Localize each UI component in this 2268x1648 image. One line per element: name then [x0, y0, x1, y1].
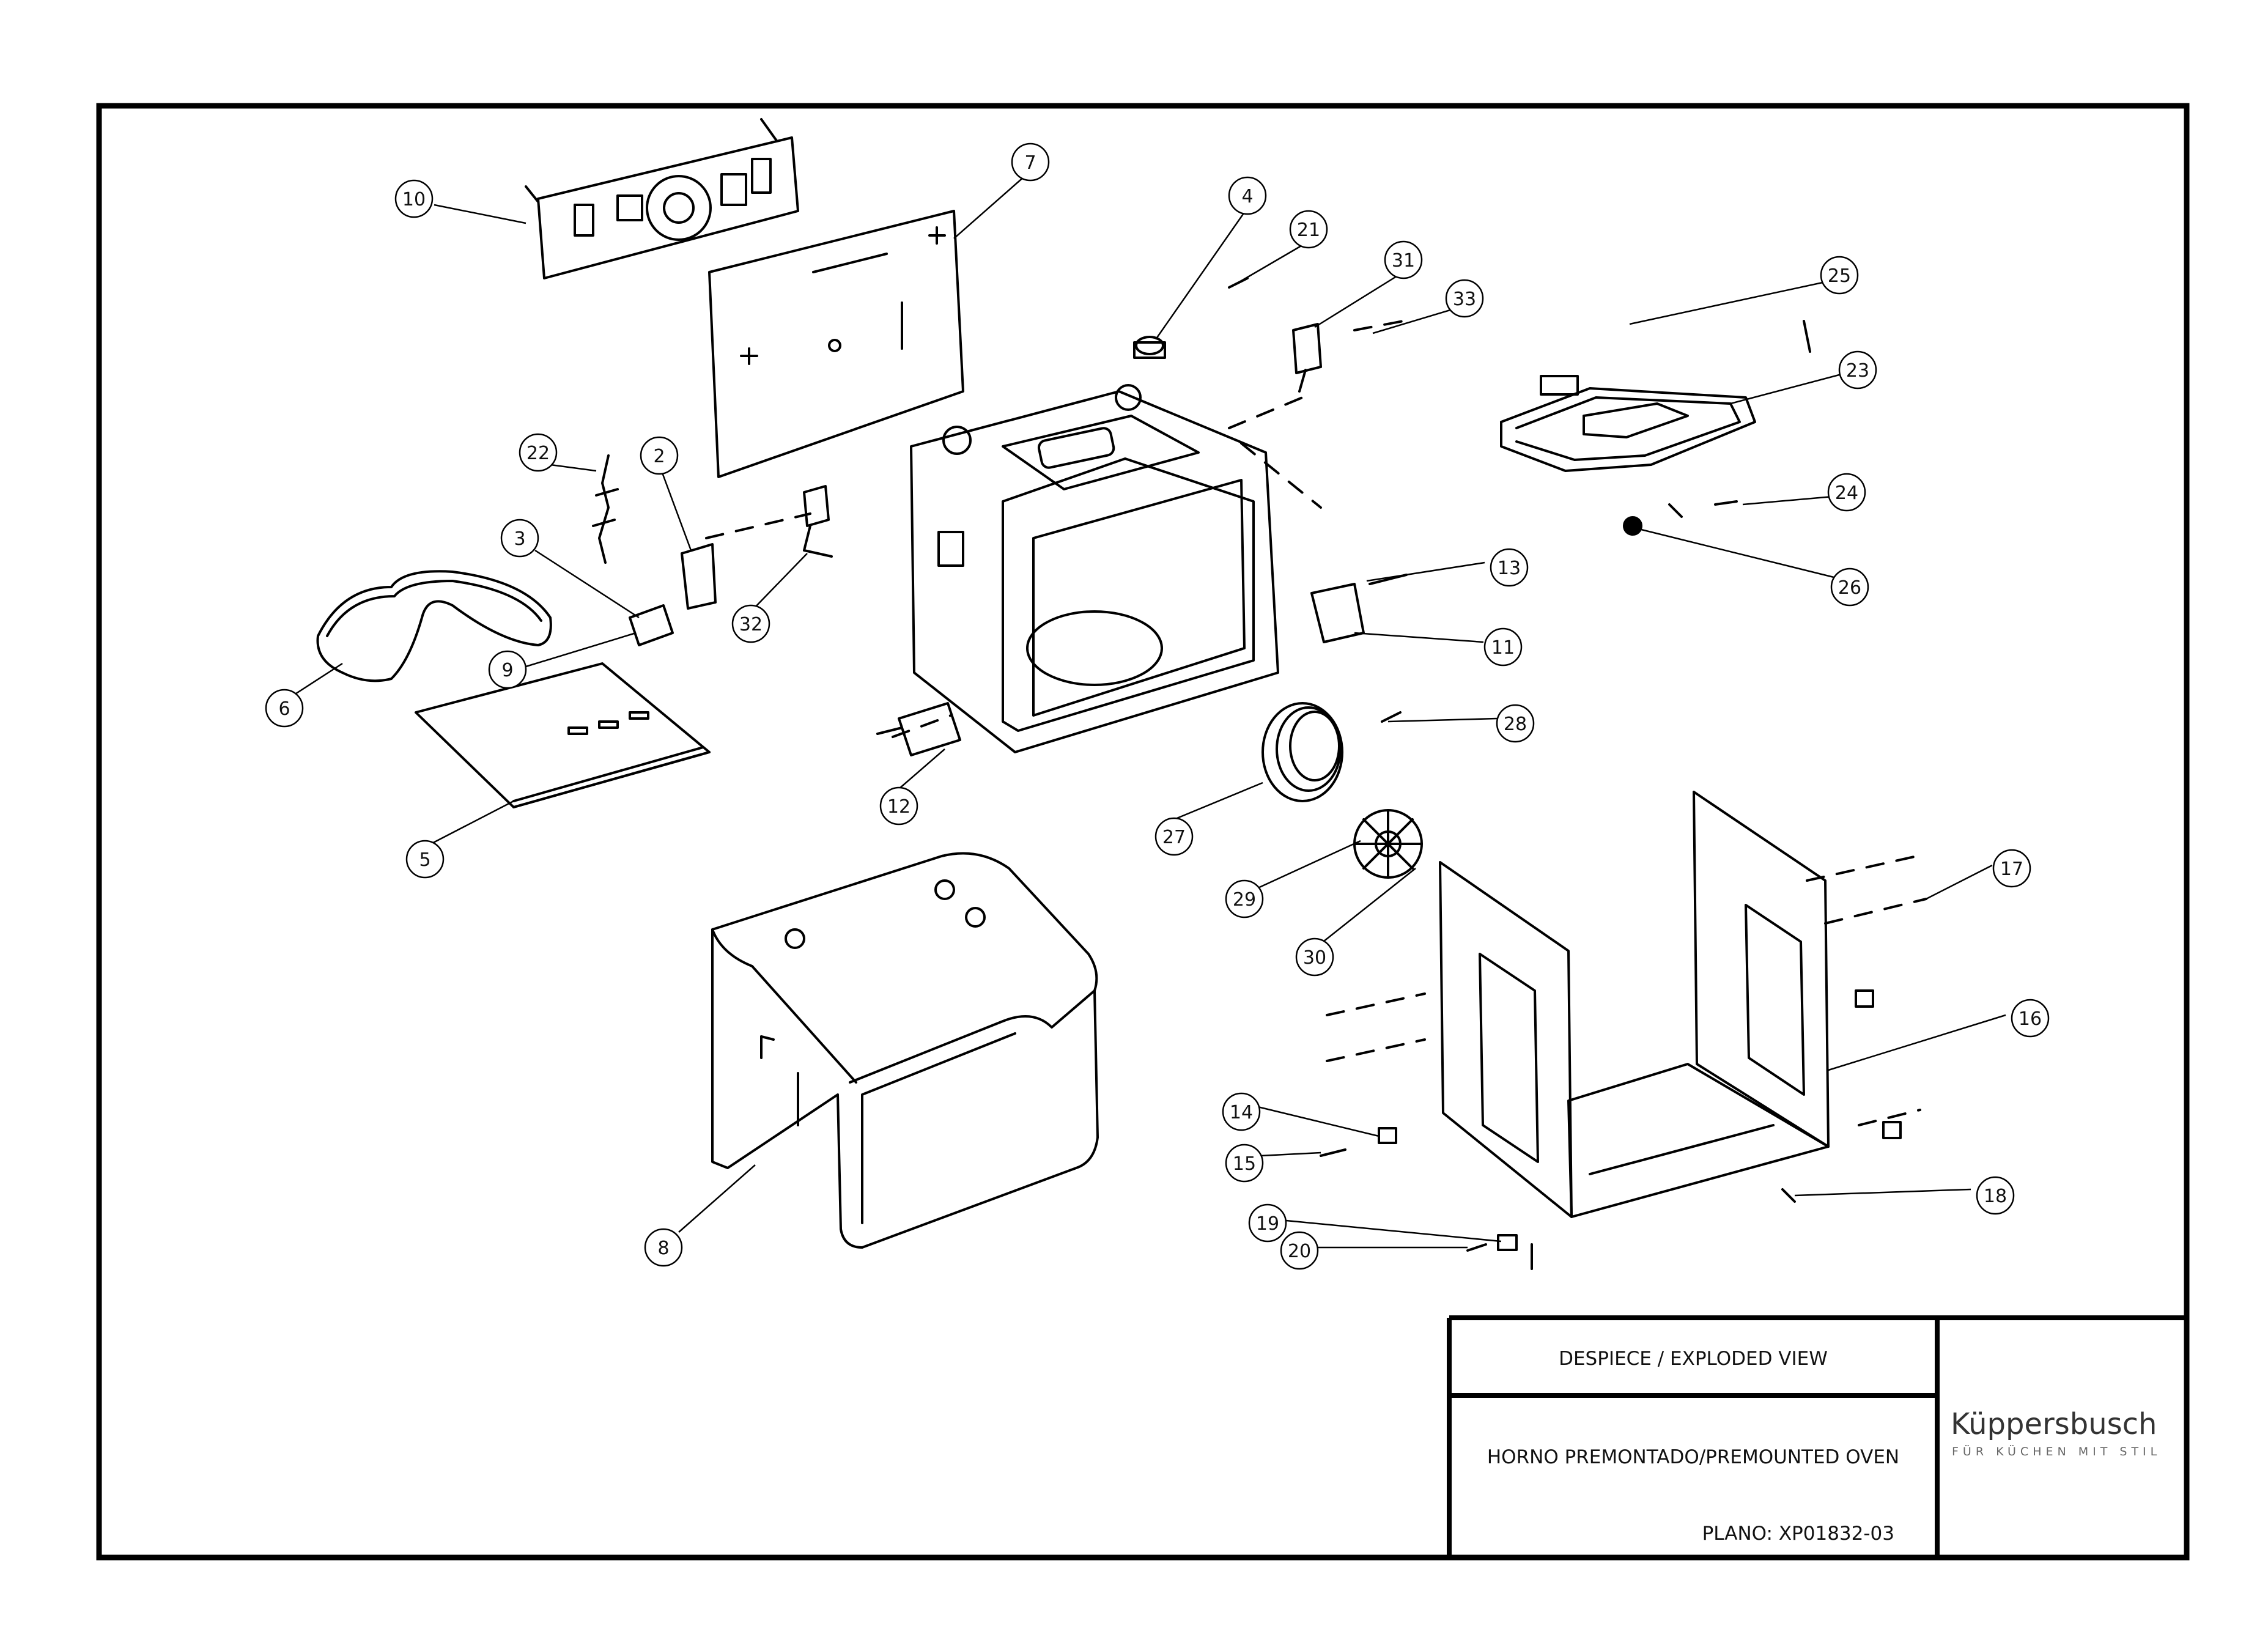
svg-text:7: 7	[1024, 152, 1036, 174]
bracket-left	[1855, 989, 1874, 1008]
callout-7: 7	[1011, 142, 1050, 182]
view-title: DESPIECE / EXPLODED VIEW	[1559, 1348, 1828, 1370]
callout-9: 9	[488, 650, 527, 689]
callouts: 10 7 4 21 31 33 25 23 24 26 22 2 3 32 9 …	[265, 142, 2050, 1270]
svg-text:32: 32	[739, 614, 763, 635]
callout-4: 4	[1228, 176, 1267, 215]
callout-28: 28	[1496, 704, 1535, 743]
svg-text:31: 31	[1392, 250, 1415, 272]
svg-text:21: 21	[1297, 220, 1320, 241]
callout-31: 31	[1384, 240, 1423, 279]
svg-text:18: 18	[1984, 1186, 2007, 1207]
grill-sensor	[1623, 516, 1642, 536]
brand-logo-text: Küppersbusch	[1951, 1407, 2157, 1441]
callout-17: 17	[1992, 849, 2031, 888]
control-panel-plate	[525, 118, 799, 279]
callout-32: 32	[731, 604, 770, 643]
svg-text:22: 22	[526, 443, 550, 464]
callout-16: 16	[2011, 999, 2050, 1038]
callout-21: 21	[1289, 210, 1328, 249]
callout-33: 33	[1445, 279, 1484, 318]
svg-text:24: 24	[1835, 482, 1858, 504]
lower-cover-plate	[415, 662, 711, 808]
grill-heating-element	[1500, 375, 1756, 472]
callout-22: 22	[519, 433, 558, 472]
top-insulation-panel	[708, 210, 964, 478]
svg-text:9: 9	[501, 660, 513, 681]
svg-text:27: 27	[1162, 827, 1186, 848]
callout-3: 3	[500, 519, 539, 558]
wiring-harness	[592, 454, 619, 564]
svg-text:23: 23	[1846, 360, 1869, 382]
callout-18: 18	[1976, 1176, 2015, 1215]
fan-blade	[1353, 809, 1423, 879]
svg-text:13: 13	[1498, 558, 1521, 579]
bracket-14	[1378, 1127, 1397, 1144]
svg-text:3: 3	[514, 528, 525, 550]
lamp-holder	[1133, 336, 1166, 359]
callout-11: 11	[1483, 627, 1523, 667]
svg-text:29: 29	[1233, 889, 1256, 911]
svg-text:6: 6	[278, 698, 290, 720]
svg-text:4: 4	[1241, 186, 1253, 207]
plan-number: PLANO: XP01832-03	[1702, 1523, 1894, 1545]
callout-29: 29	[1225, 879, 1264, 918]
outer-casing	[711, 852, 1099, 1249]
svg-text:8: 8	[657, 1238, 669, 1259]
circular-heating-element	[1261, 702, 1343, 802]
callout-20: 20	[1280, 1231, 1319, 1270]
svg-text:30: 30	[1303, 947, 1326, 969]
svg-text:28: 28	[1504, 714, 1527, 735]
callout-14: 14	[1222, 1092, 1261, 1131]
callout-10: 10	[394, 179, 434, 218]
callout-27: 27	[1154, 817, 1194, 856]
svg-text:10: 10	[402, 189, 426, 210]
callout-15: 15	[1225, 1144, 1264, 1183]
callout-19: 19	[1248, 1203, 1287, 1243]
hinge-bracket-top	[1292, 323, 1322, 393]
svg-text:14: 14	[1230, 1102, 1253, 1123]
svg-text:11: 11	[1491, 637, 1515, 659]
svg-text:25: 25	[1828, 265, 1851, 287]
svg-text:17: 17	[2000, 859, 2023, 880]
callout-12: 12	[879, 786, 918, 826]
callout-8: 8	[644, 1228, 683, 1267]
product-name: HORNO PREMONTADO/PREMOUNTED OVEN	[1487, 1446, 1899, 1468]
callout-26: 26	[1830, 567, 1869, 607]
brand-tagline: FÜR KÜCHEN MIT STIL	[1952, 1444, 2161, 1458]
svg-text:20: 20	[1288, 1241, 1311, 1262]
svg-text:19: 19	[1256, 1213, 1279, 1235]
callout-13: 13	[1490, 548, 1529, 587]
callout-5: 5	[405, 840, 445, 879]
callout-6: 6	[265, 689, 304, 728]
svg-text:26: 26	[1838, 577, 1861, 599]
switch-box	[681, 543, 717, 610]
svg-text:5: 5	[419, 849, 430, 871]
svg-text:12: 12	[887, 796, 911, 818]
callout-2: 2	[640, 436, 679, 475]
callout-30: 30	[1295, 937, 1334, 977]
callout-25: 25	[1820, 256, 1859, 295]
svg-text:33: 33	[1453, 289, 1476, 310]
svg-text:2: 2	[653, 446, 665, 467]
bracket-19	[1497, 1234, 1518, 1251]
assembly-lines	[705, 320, 1927, 1126]
svg-text:15: 15	[1233, 1153, 1256, 1175]
door-lock	[803, 485, 833, 558]
lower-hinge-bracket	[876, 702, 961, 756]
drawing-border	[96, 103, 2190, 1561]
bracket-right	[1882, 1121, 1902, 1139]
lower-heating-element	[316, 570, 552, 682]
svg-text:16: 16	[2019, 1008, 2042, 1030]
side-back-panels	[1439, 791, 1830, 1218]
callout-24: 24	[1827, 473, 1866, 512]
title-block: DESPIECE / EXPLODED VIEW HORNO PREMONTAD…	[1447, 1315, 2187, 1557]
callout-23: 23	[1838, 350, 1877, 390]
thermostat-bracket	[629, 604, 674, 646]
oven-cavity	[910, 384, 1279, 753]
